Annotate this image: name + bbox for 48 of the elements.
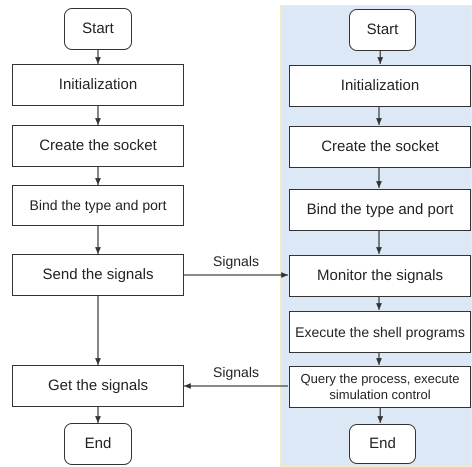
node-text: Monitor the signals <box>317 267 443 285</box>
process-box <box>289 311 471 353</box>
node-text: Query the process, execute simulation control <box>300 371 460 403</box>
node-text: Bind the type and port <box>306 201 454 219</box>
panel-background <box>280 5 472 467</box>
process-box <box>12 185 184 226</box>
arrow <box>95 226 101 254</box>
edge-label: Signals <box>213 364 259 380</box>
arrow <box>376 106 382 125</box>
process-box <box>12 254 184 296</box>
node-text: End <box>84 435 112 453</box>
terminal-box <box>64 423 132 465</box>
edge-label: Signals <box>213 253 259 269</box>
arrow <box>376 352 382 365</box>
arrow <box>95 407 101 423</box>
arrow <box>184 272 288 278</box>
process-box <box>12 125 184 167</box>
process-box <box>289 126 471 168</box>
node-text: Initialization <box>340 77 420 95</box>
node-text: Start <box>82 20 114 38</box>
process-box <box>12 365 184 407</box>
node-text: Start <box>366 21 398 39</box>
node-text: Initialization <box>58 76 138 94</box>
node-text: Send the signals <box>42 266 154 284</box>
arrow <box>95 106 101 125</box>
node-text: Create the socket <box>321 138 439 156</box>
process-box <box>289 366 471 408</box>
node-text: Get the signals <box>48 377 148 395</box>
process-box <box>289 65 471 107</box>
arrow <box>376 167 382 188</box>
process-box <box>12 64 184 106</box>
node-text: End <box>369 435 396 453</box>
node-text: Execute the shell programs <box>295 324 465 340</box>
arrow <box>377 50 384 64</box>
arrow <box>95 296 101 365</box>
terminal-box <box>349 9 416 51</box>
arrow <box>95 50 101 64</box>
process-box <box>289 255 471 297</box>
arrow <box>377 407 384 423</box>
arrow <box>376 230 382 254</box>
arrow <box>184 383 288 389</box>
arrow <box>95 167 101 185</box>
terminal-box <box>64 8 132 50</box>
node-text: Create the socket <box>39 137 157 155</box>
node-text: Bind the type and port <box>30 197 166 214</box>
arrow <box>376 296 382 310</box>
process-box <box>289 189 471 231</box>
terminal-box <box>349 424 416 464</box>
